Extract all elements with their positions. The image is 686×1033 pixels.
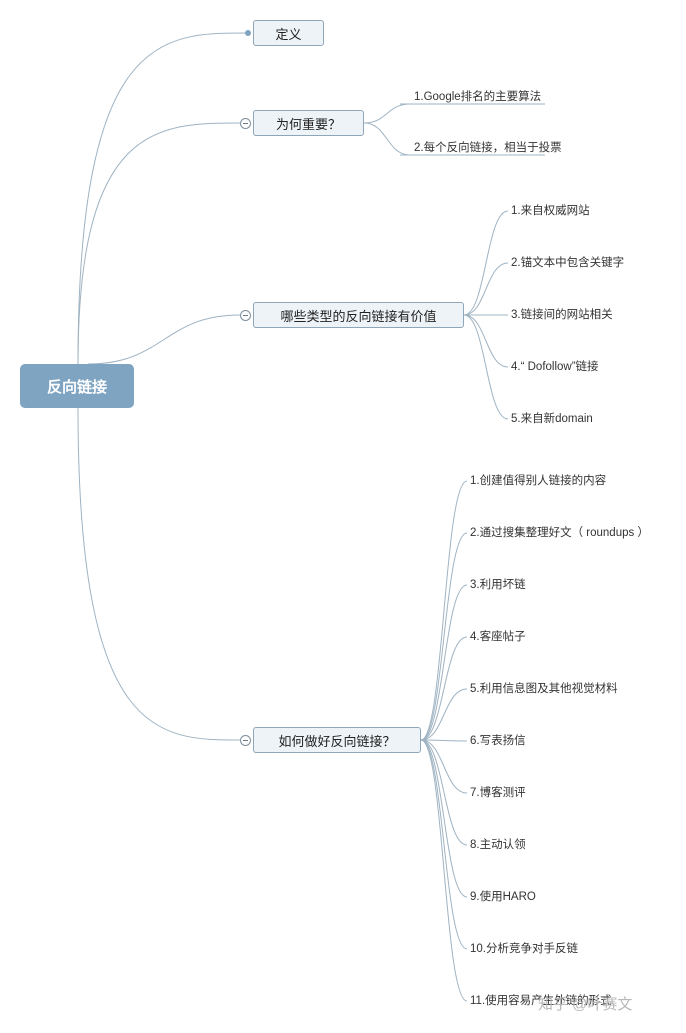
branch-node-definition[interactable]: 定义 <box>253 20 324 46</box>
branch-dot <box>245 30 251 36</box>
collapse-icon[interactable] <box>240 118 251 129</box>
link-branch-leaf <box>420 480 468 741</box>
leaf-item[interactable]: 4.“ Dofollow”链接 <box>511 361 599 373</box>
branch-label: 定义 <box>275 26 302 42</box>
link-branch-leaf <box>420 739 468 950</box>
leaf-item[interactable]: 3.利用坏链 <box>470 579 526 591</box>
root-node[interactable]: 反向链接 <box>20 364 134 408</box>
leaf-item[interactable]: 11.使用容易产生外链的形式 <box>470 995 612 1007</box>
leaf-item[interactable]: 9.使用HARO <box>470 891 536 903</box>
link-branch-leaf <box>420 739 468 1002</box>
collapse-icon[interactable] <box>240 310 251 321</box>
branch-node-valuable-types[interactable]: 哪些类型的反向链接有价值 <box>253 302 464 328</box>
branch-label: 为何重要？ <box>275 116 341 132</box>
link-branch-leaf <box>420 532 468 741</box>
link-branch-leaf <box>420 688 468 741</box>
link-branch-leaf <box>463 262 509 316</box>
leaf-item[interactable]: 10.分析竞争对手反链 <box>470 943 578 955</box>
link-branch-leaf <box>363 122 411 156</box>
root-label: 反向链接 <box>46 378 107 396</box>
link-branch-leaf <box>463 314 509 420</box>
branch-label: 如何做好反向链接？ <box>278 733 396 749</box>
leaf-item[interactable]: 2.通过搜集整理好文（ roundups ） <box>470 527 649 539</box>
link-branch-leaf <box>420 636 468 741</box>
leaf-item[interactable]: 3.链接间的网站相关 <box>511 309 613 321</box>
link-branch-leaf <box>420 739 468 794</box>
link-root-branch <box>77 122 241 365</box>
link-branch-leaf <box>420 584 468 741</box>
leaf-item[interactable]: 1.Google排名的主要算法 <box>414 91 542 103</box>
link-root-branch <box>87 314 241 365</box>
link-root-branch <box>77 407 241 741</box>
link-branch-leaf <box>463 314 509 368</box>
branch-node-how-to[interactable]: 如何做好反向链接？ <box>253 727 421 753</box>
link-branch-leaf <box>420 739 468 742</box>
leaf-item[interactable]: 2.每个反向链接，相当于投票 <box>414 142 562 154</box>
leaf-item[interactable]: 4.客座帖子 <box>470 631 526 643</box>
link-branch-leaf <box>420 739 468 846</box>
link-branch-leaf <box>420 739 468 898</box>
branch-node-why-important[interactable]: 为何重要？ <box>253 110 364 136</box>
leaf-item[interactable]: 1.创建值得别人链接的内容 <box>470 475 607 487</box>
leaf-item[interactable]: 6.写表扬信 <box>470 735 526 747</box>
leaf-item[interactable]: 5.来自新domain <box>511 413 593 425</box>
collapse-icon[interactable] <box>240 735 251 746</box>
link-root-branch <box>77 32 247 365</box>
leaf-item[interactable]: 7.博客测评 <box>470 787 526 799</box>
link-branch-leaf <box>463 210 509 316</box>
link-branch-leaf <box>363 103 411 124</box>
leaf-item[interactable]: 5.利用信息图及其他视觉材料 <box>470 683 618 695</box>
leaf-item[interactable]: 2.锚文本中包含关键字 <box>511 257 625 269</box>
watermark: 知乎 @叶赛文 <box>538 996 633 1013</box>
branch-label: 哪些类型的反向链接有价值 <box>280 308 437 324</box>
leaf-item[interactable]: 1.来自权威网站 <box>511 205 590 217</box>
leaf-item[interactable]: 8.主动认领 <box>470 839 526 851</box>
